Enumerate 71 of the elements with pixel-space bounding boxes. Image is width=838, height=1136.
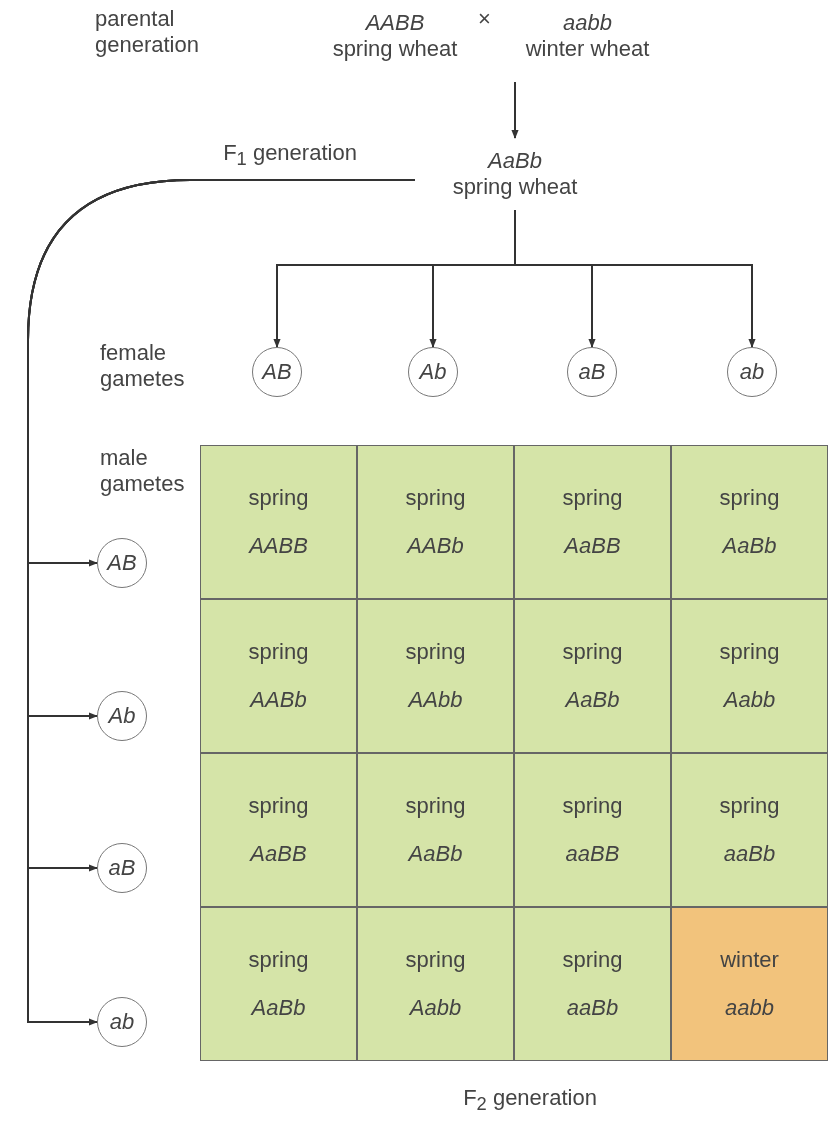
phenotype-text: spring (719, 639, 780, 665)
genotype-text: AaBb (488, 148, 542, 174)
punnett-cell (357, 445, 514, 599)
punnett-cell (671, 907, 828, 1061)
phenotype-text: spring (562, 793, 623, 819)
genotype-text: AaBB (250, 841, 307, 867)
phenotype-text: spring (562, 485, 623, 511)
punnett-cell (200, 907, 357, 1061)
genotype-text: aabb (725, 995, 774, 1021)
genotype-text: AaBb (251, 995, 306, 1021)
phenotype-text: spring (719, 485, 780, 511)
phenotype-text: spring wheat (452, 174, 578, 200)
phenotype-text: spring (562, 639, 623, 665)
phenotype-text: spring (562, 947, 623, 973)
phenotype-text: spring (405, 947, 466, 973)
gamete-circle: aB (97, 843, 147, 893)
punnett-cell (357, 753, 514, 907)
genotype-text: aaBB (565, 841, 620, 867)
genotype-text: AaBb (408, 841, 463, 867)
genotype-text: AaBB (564, 533, 621, 559)
phenotype-text: spring (719, 793, 780, 819)
gamete-circle: AB (97, 538, 147, 588)
punnett-cell (514, 907, 671, 1061)
punnett-cell (200, 445, 357, 599)
punnett-cell (357, 907, 514, 1061)
phenotype-text: spring (405, 485, 466, 511)
genotype-text: AABB (249, 533, 308, 559)
caption-text: F$_{1}$ generation (222, 140, 358, 172)
phenotype-text: winter wheat (525, 36, 650, 62)
genotype-text: Aabb (409, 995, 462, 1021)
phenotype-text: spring (248, 485, 309, 511)
genotype-text: aabb (563, 10, 612, 36)
caption-text: F$_{2}$ generation (462, 1085, 598, 1117)
arrow (511, 81, 519, 139)
genotype-text: aaBb (723, 841, 776, 867)
genotype-text: AAbb (408, 687, 463, 713)
caption-text: parental generation (95, 6, 200, 58)
cross-sign: × (478, 6, 492, 32)
punnett-cell (514, 445, 671, 599)
phenotype-text: spring (248, 947, 309, 973)
genotype-text: AABb (407, 533, 464, 559)
caption-text: female gametes (100, 340, 186, 392)
punnett-cell (671, 599, 828, 753)
gamete-circle: ab (727, 347, 777, 397)
punnett-cell (514, 753, 671, 907)
punnett-cell (200, 599, 357, 753)
gamete-circle: ab (97, 997, 147, 1047)
phenotype-text: spring (405, 793, 466, 819)
punnett-cell (671, 753, 828, 907)
punnett-cell (514, 599, 671, 753)
genotype-text: AABb (250, 687, 307, 713)
punnett-cell (200, 753, 357, 907)
punnett-cell (671, 445, 828, 599)
phenotype-text: spring (248, 639, 309, 665)
arrow (27, 179, 416, 1026)
genotype-text: aaBb (566, 995, 619, 1021)
phenotype-text: spring (405, 639, 466, 665)
genotype-text: AaBb (565, 687, 620, 713)
phenotype-text: spring (248, 793, 309, 819)
gamete-circle: AB (252, 347, 302, 397)
phenotype-text: spring wheat (332, 36, 458, 62)
gamete-circle: Ab (408, 347, 458, 397)
genotype-text: Aabb (723, 687, 776, 713)
genotype-text: AABB (365, 10, 425, 36)
genotype-text: AaBb (722, 533, 777, 559)
punnett-cell (357, 599, 514, 753)
arrow (514, 209, 756, 348)
caption-text: male gametes (100, 445, 186, 497)
phenotype-text: winter (720, 947, 779, 973)
gamete-circle: Ab (97, 691, 147, 741)
gamete-circle: aB (567, 347, 617, 397)
